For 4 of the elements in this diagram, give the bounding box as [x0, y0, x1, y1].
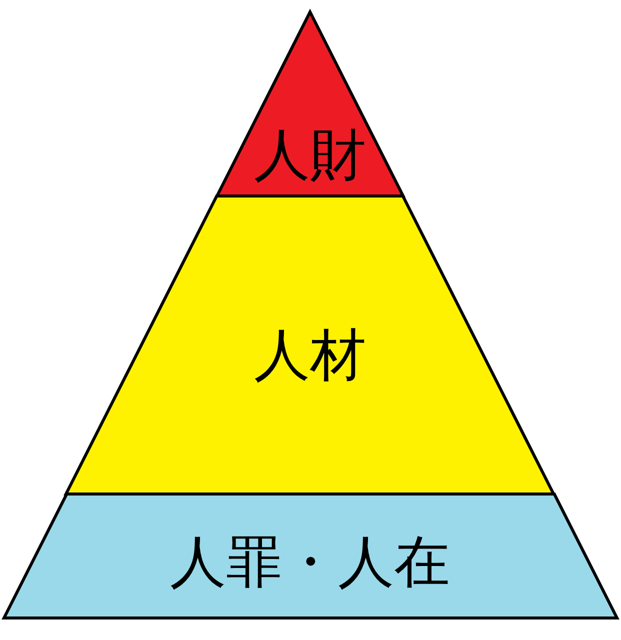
tier-label: 人財	[254, 128, 366, 184]
tier-label: 人材	[254, 328, 366, 384]
tier-label: 人罪・人在	[170, 535, 450, 591]
pyramid-base-tier	[0, 490, 621, 622]
